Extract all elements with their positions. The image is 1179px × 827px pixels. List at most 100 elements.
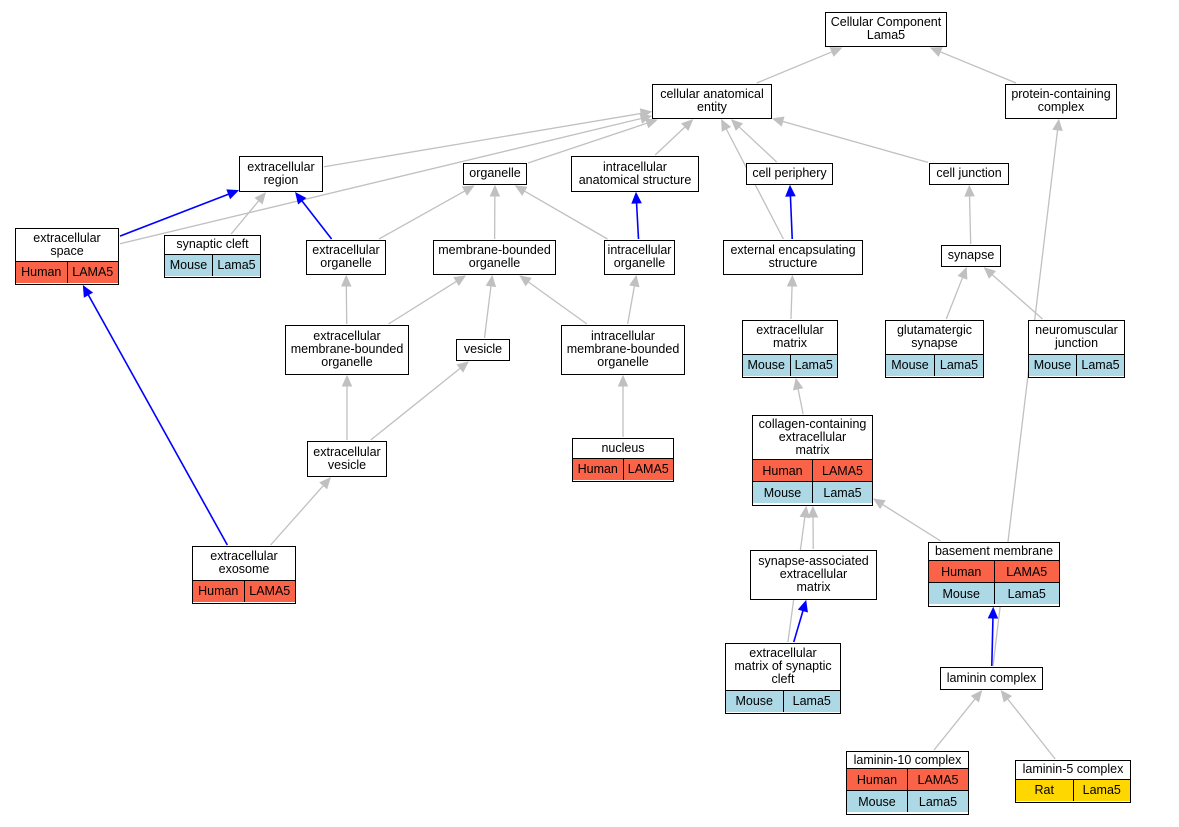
- node-label: neuromuscular junction: [1035, 323, 1118, 351]
- node-label: synapse: [947, 248, 995, 262]
- edge-cp-to-cae: [738, 126, 778, 163]
- edge-imbo-to-mbo: [527, 281, 588, 325]
- edge-intorg-to-organelle: [524, 190, 608, 240]
- node-label: intracellular membrane-bounded organelle: [566, 329, 680, 369]
- species-cell: Rat: [1034, 783, 1054, 797]
- species-cell: Mouse: [763, 485, 802, 500]
- edge-nmj-to-synapse: [991, 274, 1043, 320]
- arrowhead: [771, 116, 785, 127]
- arrowhead: [485, 274, 497, 288]
- species-cell: Mouse: [735, 694, 774, 708]
- arrowhead: [1000, 690, 1013, 703]
- node-label: laminin complex: [946, 670, 1037, 685]
- arrowhead: [226, 189, 240, 200]
- edge-ecmsc-to-saecm: [792, 610, 804, 643]
- node-organelle: organelle: [463, 163, 527, 185]
- node-label: extracellular region: [247, 159, 315, 187]
- arrowhead: [957, 266, 968, 280]
- arrowhead: [970, 690, 983, 703]
- node-label: extracellular vesicle: [313, 444, 381, 472]
- edge-synapse-to-cj: [968, 195, 972, 245]
- node-label: vesicle: [463, 342, 503, 356]
- species-cell: Mouse: [891, 358, 929, 372]
- species-cell: Human: [577, 462, 618, 476]
- gene-cell: LAMA5: [812, 460, 872, 481]
- arrowhead: [964, 184, 975, 197]
- arrowhead: [295, 192, 307, 205]
- edge-syncleft-to-exreg: [230, 200, 260, 235]
- gene-cell: Lama5: [993, 583, 1060, 604]
- edge-bm-to-ccecm: [882, 503, 942, 542]
- edge-embo-to-mbo: [388, 280, 457, 325]
- edge-exosome-to-exspace: [87, 294, 229, 546]
- arrowhead: [785, 184, 796, 197]
- node-label: Cellular Component Lama5: [830, 15, 942, 42]
- node-label: external encapsulating structure: [730, 243, 856, 270]
- arrowhead: [786, 274, 798, 287]
- arrowhead: [983, 267, 996, 279]
- node-imbo: intracellular membrane-bounded organelle: [561, 325, 685, 375]
- edge-exorg-to-organelle: [378, 190, 466, 240]
- node-saecm: synapse-associated extracellular matrix: [750, 550, 877, 600]
- edge-lam10-to-lamc: [933, 698, 976, 751]
- arrowhead: [341, 374, 353, 387]
- node-label: laminin-10 complex: [853, 752, 962, 767]
- gene-cell: LAMA5: [993, 561, 1060, 582]
- edge-exorg-to-exreg: [301, 200, 333, 240]
- annotation-row: Human LAMA5: [929, 560, 1059, 582]
- species-cell: Human: [941, 564, 982, 579]
- node-vesicle: vesicle: [456, 339, 510, 361]
- node-cae: cellular anatomical entity: [652, 84, 772, 119]
- species-cell: Mouse: [942, 586, 981, 601]
- edge-intorg-to-ias: [635, 202, 640, 240]
- edge-pcc-to-cc: [939, 51, 1017, 84]
- gene-cell: LAMA5: [907, 769, 968, 790]
- species-cell: Human: [762, 463, 803, 478]
- arrowhead: [453, 275, 467, 287]
- node-cp: cell periphery: [746, 163, 833, 185]
- arrowhead: [631, 191, 642, 204]
- species-cell: Human: [21, 265, 62, 279]
- node-synapse: synapse: [941, 245, 1001, 267]
- annotation-row: Mouse Lama5: [1029, 353, 1124, 376]
- arrowhead: [799, 505, 811, 519]
- node-label: intracellular organelle: [607, 243, 672, 270]
- arrowhead: [629, 274, 640, 288]
- node-label: extracellular space: [33, 230, 101, 258]
- edge-vesicle-to-mbo: [483, 285, 492, 339]
- gene-cell: LAMA5: [622, 458, 674, 480]
- arrowhead: [319, 477, 331, 490]
- arrowhead: [519, 275, 532, 287]
- node-label: extracellular exosome: [210, 549, 278, 577]
- edge-imbo-to-intorg: [626, 285, 636, 325]
- node-pcc: protein-containing complex: [1005, 84, 1117, 119]
- node-label: collagen-containing extracellular matrix: [758, 417, 867, 457]
- node-label: basement membrane: [934, 544, 1054, 558]
- species-cell: Mouse: [1033, 358, 1072, 372]
- node-label: extracellular membrane-bounded organelle: [290, 329, 404, 369]
- species-cell: Mouse: [747, 358, 786, 372]
- edge-exspace-to-cae: [119, 117, 642, 245]
- edge-ccecm-to-ecm: [797, 388, 804, 415]
- node-lamc: laminin complex: [940, 667, 1043, 690]
- edge-exosome-to-exves: [270, 485, 324, 546]
- gene-cell: Lama5: [1076, 354, 1124, 376]
- arrowhead: [514, 185, 528, 196]
- edge-lamc-to-bm: [991, 617, 994, 667]
- gene-cell: Lama5: [789, 354, 838, 376]
